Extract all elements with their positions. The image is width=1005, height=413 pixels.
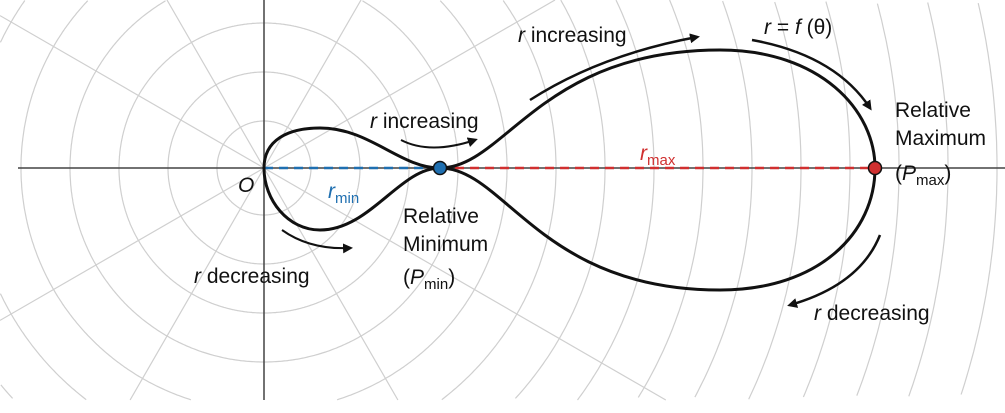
- r-increasing-mid-label: r increasing: [370, 110, 479, 133]
- min-label-line2: Minimum: [403, 233, 488, 256]
- grid-circle: [20, 0, 508, 401]
- grid-circle: [0, 0, 606, 399]
- grid-circle: [748, 1, 802, 400]
- grid-ray: [263, 167, 667, 401]
- min-label-line1: Relative: [403, 205, 479, 228]
- polar-curve: [262, 48, 877, 292]
- r-increasing-top-label: r increasing: [518, 24, 627, 47]
- max-point-label: (Pmax): [895, 162, 951, 189]
- r-min-label: rmin: [328, 180, 359, 207]
- p-max-point: [867, 160, 883, 176]
- grid-ray: [0, 15, 265, 169]
- max-label-line2: Maximum: [895, 127, 986, 150]
- arrow-r-decreasing-right: [787, 234, 882, 308]
- arrow-r-increasing-mid: [400, 137, 478, 149]
- grid-circle: [577, 0, 655, 401]
- r-decreasing-left-label: r decreasing: [194, 265, 310, 288]
- grid-ray: [263, 0, 556, 169]
- grid-circle: [0, 0, 557, 401]
- grid-circle: [802, 1, 851, 398]
- grid-ray: [263, 0, 362, 169]
- grid-ray: [166, 0, 265, 169]
- grid-ray: [0, 167, 265, 321]
- grid-circle: [960, 2, 998, 395]
- polar-grid: [0, 0, 998, 401]
- max-label-line1: Relative: [895, 99, 971, 122]
- grid-ray: [263, 167, 399, 401]
- arrow-r-increasing-top: [529, 33, 700, 102]
- grid-circle: [637, 0, 704, 398]
- grid-circle: [694, 0, 753, 398]
- origin-label: O: [238, 174, 254, 197]
- r-max-label: rmax: [640, 142, 676, 169]
- function-label: r = f (θ): [764, 16, 832, 39]
- p-min-point: [432, 160, 448, 176]
- grid-circle: [69, 0, 459, 363]
- min-point-label: (Pmin): [403, 266, 455, 293]
- r-decreasing-right-label: r decreasing: [814, 302, 930, 325]
- grid-circle: [856, 3, 900, 396]
- arrow-f-theta: [751, 38, 872, 111]
- grid-circle: [908, 2, 949, 397]
- grid-ray: [129, 167, 265, 401]
- arrow-r-decreasing-left: [281, 229, 353, 254]
